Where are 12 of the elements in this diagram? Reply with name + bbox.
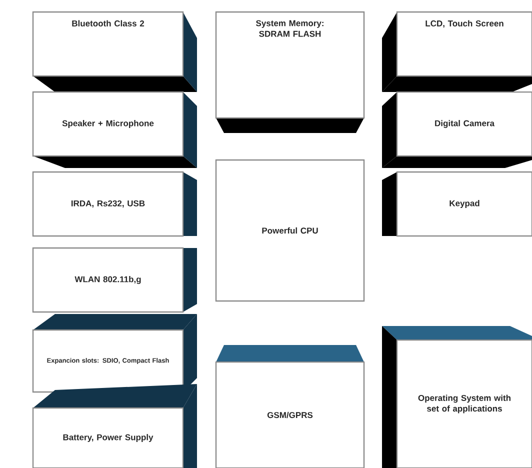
block-box: Keypad xyxy=(382,171,532,237)
block-box: System Memory: SDRAM FLASH xyxy=(215,11,365,133)
block-box: Speaker + Microphone xyxy=(32,91,197,168)
block-box: Bluetooth Class 2 xyxy=(32,11,197,92)
block-box: LCD, Touch Screen xyxy=(382,11,532,92)
block-box: GSM/GPRS xyxy=(215,345,365,468)
block-box: WLAN 802.11b,g xyxy=(32,247,197,313)
block-box: Powerful CPU xyxy=(215,159,365,302)
block-box: Operating System with set of applications xyxy=(382,326,532,468)
block-box: Battery, Power Supply xyxy=(32,384,197,468)
block-box: Digital Camera xyxy=(382,91,532,168)
block-box: IRDA, Rs232, USB xyxy=(32,171,197,237)
